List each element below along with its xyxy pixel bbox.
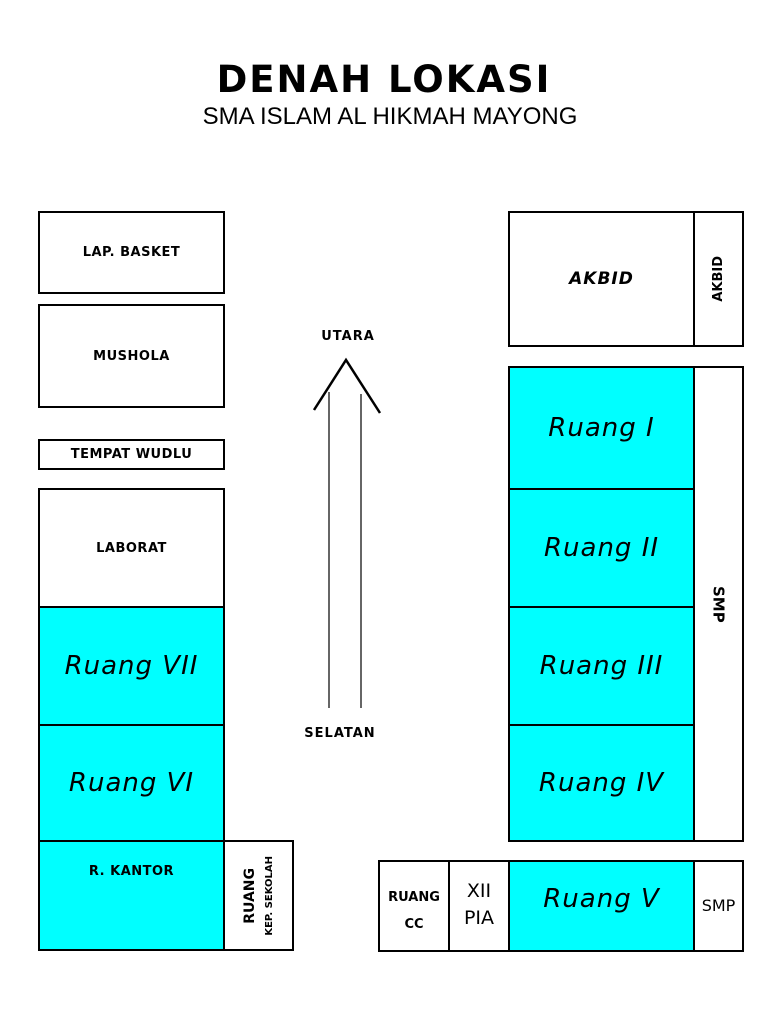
tempat-wudlu-label: TEMPAT WUDLU	[70, 447, 193, 462]
mushola-label: MUSHOLA	[93, 348, 170, 364]
lap-basket-label: LAP. BASKET	[82, 245, 181, 260]
ruang-iv-room: Ruang IV	[508, 724, 695, 842]
r-kantor-label: R. KANTOR	[88, 864, 175, 879]
smp-side-label: SMP	[709, 585, 728, 623]
ruang-cc-label-1: RUANG	[388, 890, 440, 905]
ruang-iii-label: Ruang III	[539, 651, 664, 681]
ruang-ii-room: Ruang II	[508, 488, 695, 608]
ruang-vi-room: Ruang VI	[38, 724, 225, 842]
ruang-vii-label: Ruang VII	[64, 651, 199, 681]
xii-pia-label-2: PIA	[463, 907, 495, 929]
r-kantor-room: R. KANTOR	[38, 840, 225, 951]
tempat-wudlu-room: TEMPAT WUDLU	[38, 439, 225, 470]
ruang-iv-label: Ruang IV	[538, 768, 665, 798]
laborat-room: LABORAT	[38, 488, 225, 608]
ruang-vii-room: Ruang VII	[38, 606, 225, 726]
laborat-label: LABORAT	[96, 540, 167, 556]
smp-side-room: SMP	[693, 366, 744, 842]
akbid-main-label: AKBID	[569, 269, 634, 289]
smp-small-room: SMP	[693, 860, 744, 952]
north-arrow-icon	[312, 357, 382, 708]
compass-north-label: UTARA	[321, 329, 375, 344]
akbid-main-room: AKBID	[508, 211, 695, 347]
xii-pia-label-1: XII	[466, 880, 492, 902]
compass-south-label: SELATAN	[304, 726, 376, 741]
ruang-cc-room: RUANG CC	[378, 860, 450, 952]
ruang-v-label: Ruang V	[543, 884, 660, 914]
page-subtitle: SMA ISLAM AL HIKMAH MAYONG	[202, 103, 578, 130]
ruang-iii-room: Ruang III	[508, 606, 695, 726]
ruang-kep-sekolah-label-1: RUANG	[242, 867, 258, 924]
ruang-i-label: Ruang I	[548, 413, 655, 443]
ruang-vi-label: Ruang VI	[68, 768, 195, 798]
smp-small-label: SMP	[701, 896, 736, 915]
page-title: DENAH LOKASI	[216, 58, 552, 101]
ruang-cc-label-2: CC	[404, 917, 424, 932]
akbid-side-label: AKBID	[711, 256, 726, 302]
ruang-kep-sekolah-room: RUANG KEP. SEKOLAH	[223, 840, 294, 951]
mushola-room: MUSHOLA	[38, 304, 225, 408]
akbid-side-room: AKBID	[693, 211, 744, 347]
ruang-kep-sekolah-label-2: KEP. SEKOLAH	[264, 855, 275, 936]
ruang-i-room: Ruang I	[508, 366, 695, 490]
ruang-v-room: Ruang V	[508, 860, 695, 952]
ruang-ii-label: Ruang II	[543, 533, 660, 563]
lap-basket-room: LAP. BASKET	[38, 211, 225, 294]
xii-pia-room: XII PIA	[448, 860, 510, 952]
